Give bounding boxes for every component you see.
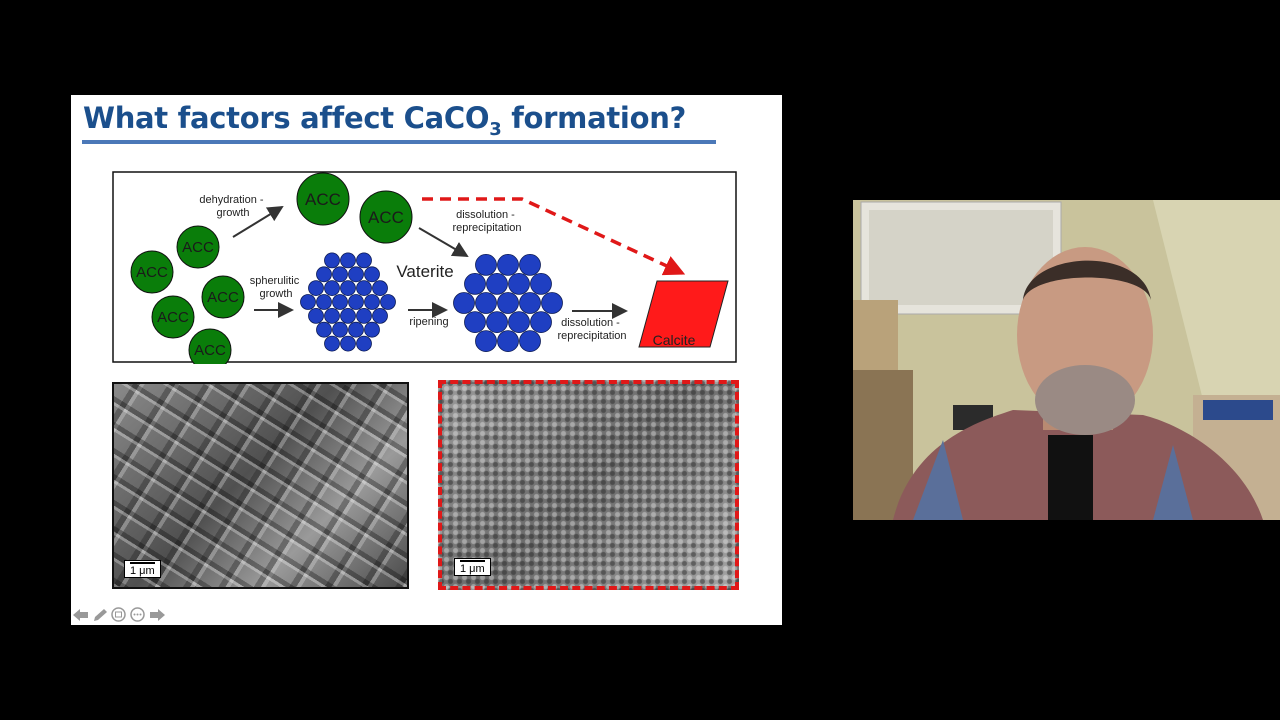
vaterite-sphere xyxy=(475,330,497,353)
vaterite-sphere xyxy=(324,252,340,269)
sem-image-vaterite: 1 μm xyxy=(438,380,739,590)
vaterite-sphere xyxy=(475,292,497,314)
vaterite-sphere xyxy=(340,335,356,352)
vaterite-sphere xyxy=(316,294,332,310)
vaterite-sphere xyxy=(372,280,388,296)
acc-sphere-large: ACC xyxy=(296,172,350,226)
vaterite-label: Vaterite xyxy=(396,262,453,281)
wall-poster-inner xyxy=(869,210,1053,305)
vaterite-sphere xyxy=(356,307,372,324)
vaterite-sphere xyxy=(364,294,380,310)
sem-image-calcite: 1 μm xyxy=(112,382,409,589)
acc-sphere: ACC xyxy=(151,295,195,339)
vaterite-sphere xyxy=(372,307,388,324)
svg-text:ACC: ACC xyxy=(368,208,404,227)
svg-text:ACC: ACC xyxy=(136,264,168,281)
vaterite-sphere xyxy=(324,335,340,352)
presenter-hair xyxy=(1023,260,1151,300)
svg-text:ACC: ACC xyxy=(157,309,189,326)
acc-sphere: ACC xyxy=(201,275,245,319)
slide-title: What factors affect CaCO3 formation? xyxy=(83,101,687,140)
direct-path-dashed-arrow xyxy=(422,197,686,276)
vaterite-sphere xyxy=(348,294,364,310)
vaterite-sphere xyxy=(356,280,372,296)
vaterite-sphere xyxy=(464,311,486,334)
vaterite-sphere xyxy=(497,330,519,353)
vaterite-sphere xyxy=(380,294,396,310)
slide-navigation xyxy=(72,607,165,622)
pen-icon[interactable] xyxy=(91,607,108,622)
vaterite-sphere xyxy=(519,292,541,314)
vaterite-sphere xyxy=(364,266,380,283)
vaterite-sphere xyxy=(475,254,497,276)
blue-item xyxy=(1203,400,1273,420)
vaterite-sphere xyxy=(486,311,508,334)
vaterite-sphere xyxy=(340,280,356,296)
vaterite-sphere xyxy=(356,252,372,269)
vaterite-sphere xyxy=(316,321,332,338)
calcite-label: Calcite xyxy=(653,332,696,348)
svg-text:ACC: ACC xyxy=(194,342,226,359)
ripening-label: ripening xyxy=(409,316,448,328)
dehydration-growth-label: dehydration - growth xyxy=(199,194,266,219)
vaterite-sphere xyxy=(348,266,364,283)
scale-bar-left: 1 μm xyxy=(124,560,161,578)
vaterite-sphere xyxy=(508,273,530,295)
dissolution-arrow-top xyxy=(418,227,469,258)
vaterite-sphere xyxy=(364,321,380,338)
microphone xyxy=(1048,435,1093,520)
title-underline xyxy=(82,140,716,144)
vaterite-sphere xyxy=(356,335,372,352)
vaterite-sphere xyxy=(332,321,348,338)
acc-sphere-large: ACC xyxy=(359,190,413,244)
vaterite-cluster-small xyxy=(300,252,396,352)
presenter-webcam-video xyxy=(853,200,1280,520)
dissolution-label-bottom: dissolution - reprecipitation xyxy=(557,317,626,342)
arrow-right-icon[interactable] xyxy=(148,607,165,622)
vaterite-sphere xyxy=(497,254,519,276)
vaterite-sphere xyxy=(348,321,364,338)
acc-sphere: ACC xyxy=(176,225,220,269)
dissolution-label-top: dissolution - reprecipitation xyxy=(452,209,521,234)
presenter-beard xyxy=(1035,365,1135,435)
vaterite-sphere xyxy=(519,330,541,353)
scale-bar-right: 1 μm xyxy=(454,558,491,576)
acc-sphere: ACC xyxy=(188,328,232,364)
vaterite-sphere xyxy=(332,294,348,310)
svg-text:ACC: ACC xyxy=(305,190,341,209)
vaterite-sphere xyxy=(519,254,541,276)
vaterite-sphere xyxy=(324,307,340,324)
vaterite-sphere xyxy=(316,266,332,283)
vaterite-sphere xyxy=(324,280,340,296)
acc-sphere: ACC xyxy=(130,250,174,294)
vaterite-sphere xyxy=(340,307,356,324)
presentation-slide: What factors affect CaCO3 formation? ACC… xyxy=(71,95,782,625)
vaterite-sphere xyxy=(340,252,356,269)
more-options-icon[interactable] xyxy=(129,607,146,622)
dehydration-arrow xyxy=(232,205,284,238)
caco3-pathway-diagram: ACC ACC ACC ACC ACC ACC ACC dehydration … xyxy=(112,171,737,364)
cardboard-box xyxy=(853,300,898,380)
vaterite-sphere xyxy=(300,294,316,310)
vaterite-sphere xyxy=(453,292,475,314)
vaterite-sphere xyxy=(464,273,486,295)
vaterite-sphere xyxy=(308,280,324,296)
vaterite-sphere xyxy=(530,273,552,295)
vaterite-sphere xyxy=(541,292,563,314)
vaterite-sphere xyxy=(308,307,324,324)
vaterite-sphere xyxy=(486,273,508,295)
vaterite-sphere xyxy=(530,311,552,334)
shirt-plaid xyxy=(913,440,1193,520)
svg-text:ACC: ACC xyxy=(207,289,239,306)
svg-text:ACC: ACC xyxy=(182,239,214,256)
vaterite-sphere xyxy=(332,266,348,283)
slide-grid-icon[interactable] xyxy=(110,607,127,622)
arrow-left-icon[interactable] xyxy=(72,607,89,622)
vaterite-sphere xyxy=(508,311,530,334)
spherulitic-growth-label: spherulitic growth xyxy=(250,275,303,300)
vaterite-cluster-large xyxy=(453,254,563,353)
vaterite-sphere xyxy=(497,292,519,314)
calcite-crystal xyxy=(638,280,729,348)
acc-cluster: ACC ACC ACC ACC ACC ACC ACC xyxy=(130,172,413,364)
